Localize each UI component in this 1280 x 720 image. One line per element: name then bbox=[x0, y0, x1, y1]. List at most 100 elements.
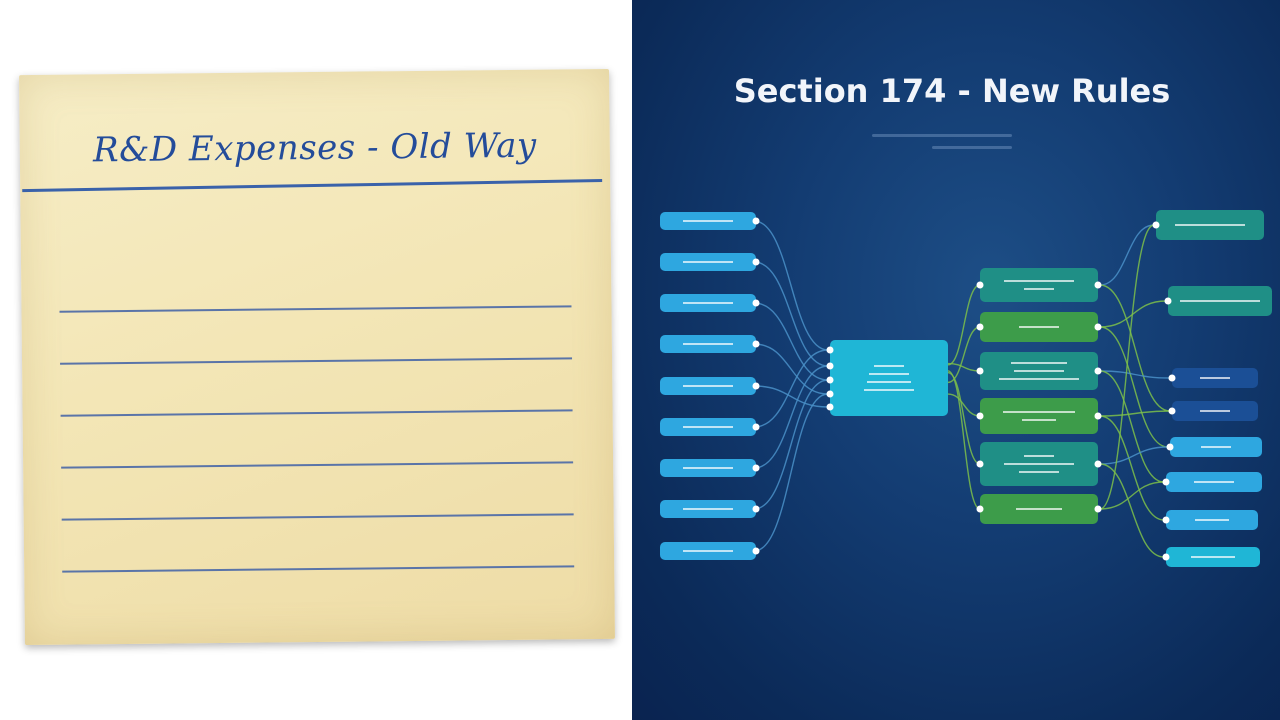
connector-dot bbox=[1167, 444, 1174, 451]
node-text-blur bbox=[869, 373, 909, 375]
connector-mid bbox=[948, 327, 980, 382]
process-node bbox=[980, 268, 1098, 302]
connector-dot bbox=[753, 548, 760, 555]
connector-dot bbox=[1153, 222, 1160, 229]
node-text-blur bbox=[1201, 446, 1231, 448]
connector-dot bbox=[977, 282, 984, 289]
process-node bbox=[980, 398, 1098, 434]
output-node bbox=[1168, 286, 1272, 316]
connector-dot bbox=[1095, 413, 1102, 420]
connector-dot bbox=[1169, 375, 1176, 382]
note-line bbox=[61, 409, 573, 416]
process-node bbox=[980, 352, 1098, 390]
connector-dot bbox=[827, 377, 834, 384]
node-text-blur bbox=[1016, 508, 1062, 510]
node-text-blur bbox=[1011, 362, 1067, 364]
connector-dot bbox=[977, 324, 984, 331]
connector-dot bbox=[753, 218, 760, 225]
process-node-box bbox=[980, 398, 1098, 434]
connector-dot bbox=[977, 506, 984, 513]
input-node bbox=[660, 542, 756, 560]
output-node bbox=[1156, 210, 1264, 240]
node-text-blur bbox=[683, 508, 733, 510]
hub-node bbox=[830, 340, 948, 416]
note-line bbox=[60, 357, 572, 364]
node-text-blur bbox=[683, 426, 733, 428]
connector-dot bbox=[1095, 506, 1102, 513]
note-line bbox=[60, 305, 572, 312]
process-node bbox=[980, 312, 1098, 342]
node-text-blur bbox=[1191, 556, 1235, 558]
connector-mid bbox=[948, 373, 980, 464]
connector-right bbox=[1100, 371, 1164, 482]
node-text-blur bbox=[683, 220, 733, 222]
connector-dot bbox=[827, 347, 834, 354]
node-text-blur bbox=[1019, 471, 1059, 473]
node-text-blur bbox=[999, 378, 1079, 380]
connector-dot bbox=[1163, 517, 1170, 524]
node-text-blur bbox=[683, 550, 733, 552]
process-node-box bbox=[980, 268, 1098, 302]
connector-dot bbox=[977, 413, 984, 420]
connector-dot bbox=[753, 300, 760, 307]
connector-right bbox=[1100, 411, 1170, 416]
connector-dot bbox=[827, 363, 834, 370]
note-line bbox=[62, 513, 574, 520]
connector-dot bbox=[753, 465, 760, 472]
input-node bbox=[660, 459, 756, 477]
connector-left bbox=[754, 262, 828, 366]
connector-left bbox=[754, 221, 828, 350]
input-node bbox=[660, 377, 756, 395]
nodes bbox=[660, 210, 1272, 567]
connector-dot bbox=[977, 368, 984, 375]
connector-dot bbox=[1163, 479, 1170, 486]
output-node bbox=[1166, 547, 1260, 567]
process-node bbox=[980, 494, 1098, 524]
connector-mid bbox=[948, 371, 980, 509]
connector-mid bbox=[948, 364, 980, 371]
connectors bbox=[754, 221, 1170, 557]
node-text-blur bbox=[1180, 300, 1260, 302]
connector-dot bbox=[827, 391, 834, 398]
output-node bbox=[1170, 437, 1262, 457]
node-text-blur bbox=[683, 343, 733, 345]
input-node bbox=[660, 335, 756, 353]
node-text-blur bbox=[683, 302, 733, 304]
output-node bbox=[1172, 368, 1258, 388]
output-node bbox=[1166, 472, 1262, 492]
connector-dot bbox=[753, 259, 760, 266]
note-line bbox=[62, 565, 574, 572]
node-text-blur bbox=[1014, 370, 1064, 372]
connector-dot bbox=[1163, 554, 1170, 561]
input-node bbox=[660, 294, 756, 312]
node-text-blur bbox=[683, 467, 733, 469]
hub-node-box bbox=[830, 340, 948, 416]
node-text-blur bbox=[1024, 455, 1054, 457]
node-text-blur bbox=[1194, 481, 1234, 483]
output-node bbox=[1166, 510, 1258, 530]
connector-dot bbox=[827, 404, 834, 411]
connector-dot bbox=[1095, 368, 1102, 375]
connector-dot bbox=[1165, 298, 1172, 305]
connector-mid bbox=[948, 394, 980, 416]
node-text-blur bbox=[864, 389, 914, 391]
node-text-blur bbox=[1022, 419, 1056, 421]
node-text-blur bbox=[683, 261, 733, 263]
connector-right bbox=[1100, 371, 1170, 378]
input-node bbox=[660, 212, 756, 230]
connector-dot bbox=[753, 341, 760, 348]
note-line bbox=[61, 461, 573, 468]
connector-dot bbox=[1095, 324, 1102, 331]
left-panel: R&D Expenses - Old Way bbox=[0, 0, 632, 720]
node-text-blur bbox=[1019, 326, 1059, 328]
node-text-blur bbox=[1004, 280, 1074, 282]
node-text-blur bbox=[1195, 519, 1229, 521]
connector-dot bbox=[977, 461, 984, 468]
connector-dot bbox=[753, 424, 760, 431]
node-text-blur bbox=[1003, 411, 1075, 413]
flow-diagram bbox=[632, 0, 1280, 720]
connector-dot bbox=[1095, 282, 1102, 289]
input-node bbox=[660, 253, 756, 271]
process-node bbox=[980, 442, 1098, 486]
connector-dot bbox=[753, 383, 760, 390]
